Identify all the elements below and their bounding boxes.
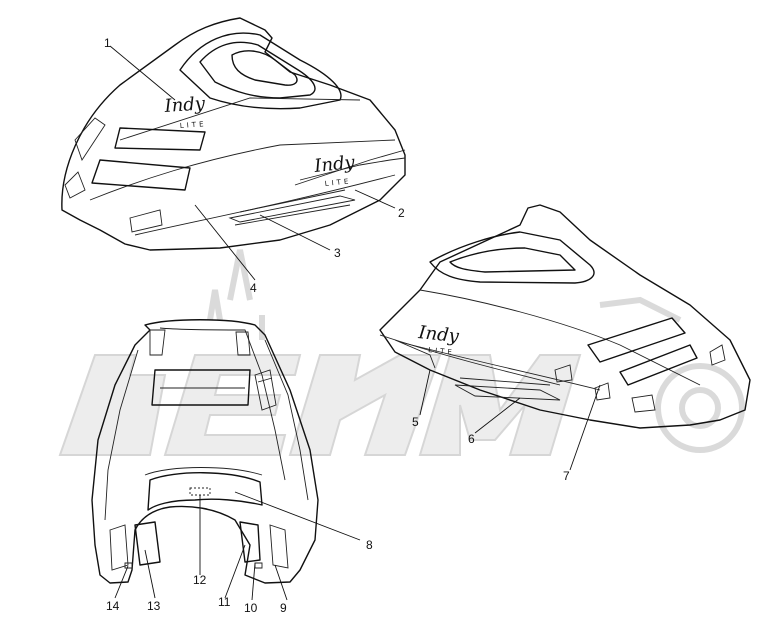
callout-2: 2 xyxy=(398,206,405,220)
callout-7: 7 xyxy=(563,469,570,483)
decal-sub-side: LITE xyxy=(324,177,351,188)
hood-front-view: Indy LITE Indy LITE xyxy=(61,17,406,251)
decal-script-side: Indy xyxy=(312,152,356,177)
callout-11: 11 xyxy=(218,595,231,609)
decal-script-top: Indy xyxy=(163,93,207,117)
callout-4: 4 xyxy=(250,281,257,295)
decal-sub-right: LITE xyxy=(428,346,455,357)
callout-6: 6 xyxy=(468,432,475,446)
callout-8: 8 xyxy=(366,538,373,552)
decal-sub-top: LITE xyxy=(180,120,207,130)
watermark xyxy=(58,249,745,456)
hood-top-view xyxy=(91,319,319,584)
callouts: 1 2 3 4 5 6 7 8 9 10 11 12 13 14 xyxy=(104,36,570,615)
callout-1: 1 xyxy=(104,36,111,50)
leader-lines xyxy=(109,45,601,601)
callout-13: 13 xyxy=(147,599,161,613)
callout-12: 12 xyxy=(193,573,207,587)
hood-side-view: Indy LITE xyxy=(379,204,751,429)
callout-10: 10 xyxy=(244,601,258,615)
decal-script-right: Indy xyxy=(416,322,460,347)
callout-3: 3 xyxy=(334,246,341,260)
callout-9: 9 xyxy=(280,601,287,615)
callout-14: 14 xyxy=(106,599,120,613)
callout-5: 5 xyxy=(412,415,419,429)
